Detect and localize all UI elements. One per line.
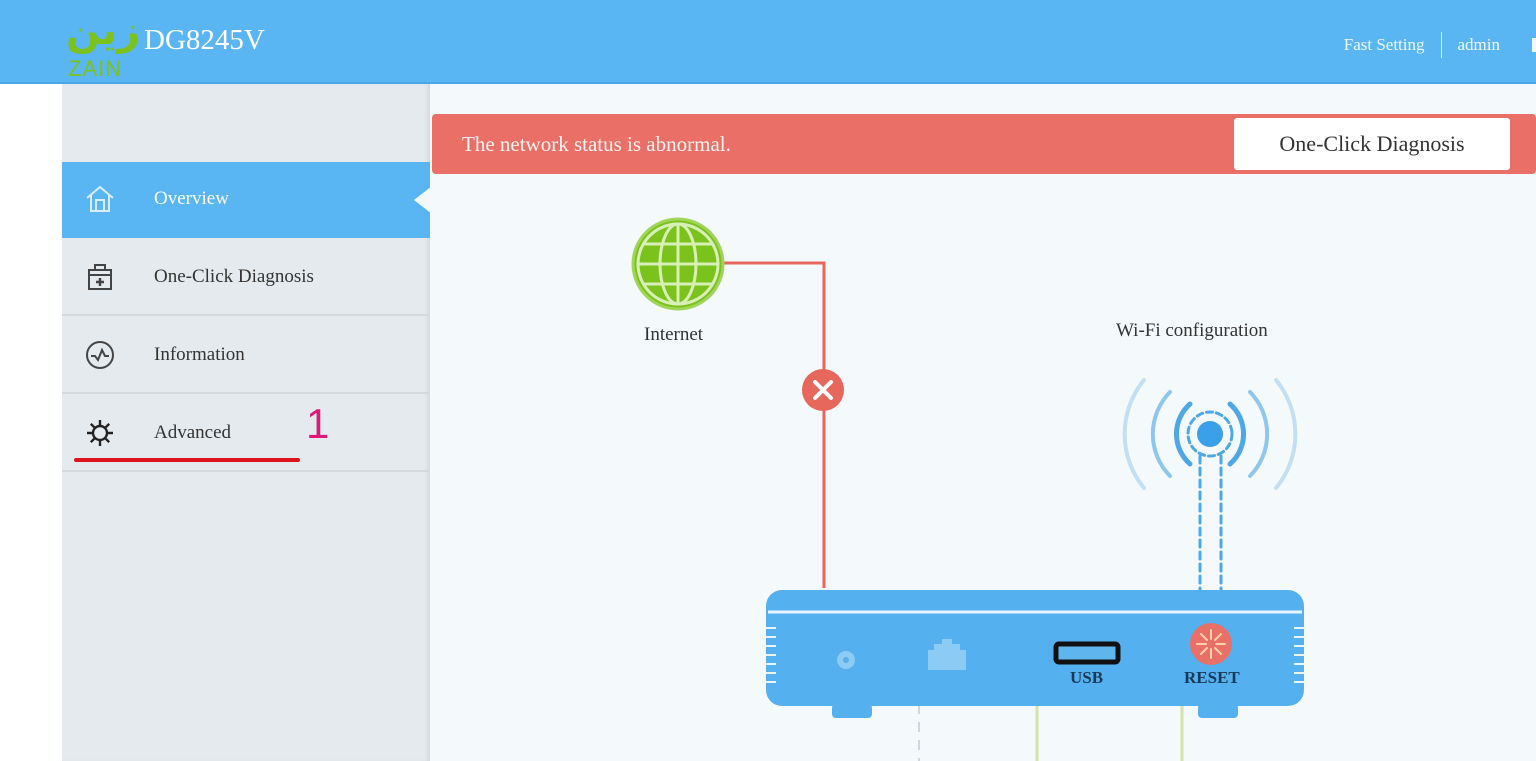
zain-logo: زين ZAIN [62, 4, 142, 81]
usb-port-icon [1053, 641, 1121, 665]
sidebar-item-label: Information [154, 344, 245, 365]
admin-link[interactable]: admin [1457, 35, 1501, 54]
fast-setting-link[interactable]: Fast Setting [1343, 35, 1425, 54]
network-status-alert: The network status is abnormal. One-Clic… [432, 114, 1536, 174]
sidebar-item-advanced[interactable]: Advanced [62, 396, 430, 472]
top-header: زين ZAIN DG8245V Fast Setting admin [0, 0, 1536, 84]
alert-message: The network status is abnormal. [462, 132, 731, 156]
sidebar-item-label: Advanced [154, 422, 232, 443]
internet-connection-line [724, 261, 826, 588]
svg-text:زين: زين [66, 8, 140, 54]
sidebar-item-label: Overview [154, 188, 229, 209]
reset-button-icon[interactable] [1190, 623, 1232, 665]
internet-label: Internet [644, 324, 704, 345]
pulse-circle-icon [82, 337, 118, 373]
annotation-underline [74, 458, 300, 462]
svg-text:ZAIN: ZAIN [68, 56, 122, 80]
usb-label: USB [1070, 668, 1104, 687]
header-divider [1440, 32, 1442, 58]
sidebar-item-overview[interactable]: Overview [62, 162, 432, 238]
sidebar-item-information[interactable]: Information [62, 318, 430, 394]
sidebar-item-label: One-Click Diagnosis [154, 266, 314, 287]
main-content: The network status is abnormal. One-Clic… [430, 84, 1536, 761]
annotation-step-number: 1 [306, 400, 330, 447]
network-topology-diagram [631, 217, 1304, 761]
device-model: DG8245V [144, 24, 265, 56]
medical-kit-icon [82, 259, 118, 295]
globe-icon[interactable] [631, 217, 725, 311]
sidebar: Overview One-Click Diagnosis Information [62, 84, 432, 761]
lan-port-icon [928, 639, 966, 670]
gear-icon [82, 415, 118, 451]
active-pointer [414, 186, 432, 214]
error-x-icon [802, 369, 844, 411]
one-click-diagnosis-button[interactable]: One-Click Diagnosis [1234, 118, 1510, 170]
wifi-signal-icon[interactable] [1122, 378, 1298, 594]
header-truncated-link[interactable] [1532, 38, 1536, 52]
sidebar-item-one-click-diagnosis[interactable]: One-Click Diagnosis [62, 240, 430, 316]
header-links: Fast Setting admin [1344, 30, 1536, 60]
reset-label: RESET [1184, 668, 1240, 687]
router-device [766, 590, 1304, 718]
power-port-icon [837, 651, 855, 669]
home-icon [82, 181, 118, 217]
wifi-configuration-label[interactable]: Wi-Fi configuration [1116, 320, 1268, 341]
